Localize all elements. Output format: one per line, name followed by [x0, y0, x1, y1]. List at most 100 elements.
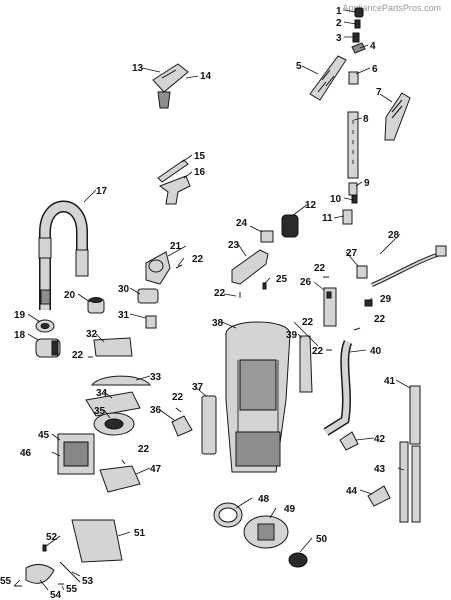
part-36-nozzle[interactable]: [171, 415, 193, 437]
part-27-cord-clip[interactable]: [356, 265, 368, 279]
part-4-clip[interactable]: [351, 42, 366, 54]
part-55-screw[interactable]: [14, 583, 64, 587]
callout-22-b: 22: [214, 288, 226, 299]
part-49-motor[interactable]: [243, 515, 289, 549]
callout-labels: 1 2 3 4 5 6 7 8 9 10 11 12 13 14 15 16 1…: [0, 6, 400, 600]
part-53-strip[interactable]: [59, 561, 81, 583]
part-30-adapter[interactable]: [137, 288, 159, 304]
callout-47: 47: [150, 464, 162, 475]
callout-29: 29: [380, 294, 392, 305]
watermark: AppliancePartsPros.com: [342, 3, 441, 13]
callout-22-h: 22: [138, 444, 150, 455]
callout-1: 1: [336, 6, 342, 17]
callout-7: 7: [376, 87, 382, 98]
part-44-holder[interactable]: [367, 485, 391, 507]
callout-24: 24: [236, 218, 248, 229]
callout-13: 13: [132, 63, 144, 74]
callout-21: 21: [170, 241, 182, 252]
part-38-main-body[interactable]: [225, 321, 291, 473]
callout-18: 18: [14, 330, 26, 341]
part-48-gasket[interactable]: [213, 502, 243, 528]
callout-2: 2: [336, 18, 342, 29]
callout-33: 33: [150, 372, 162, 383]
part-33-filter-half-disc[interactable]: [91, 375, 151, 386]
part-22-screw[interactable]: [88, 264, 361, 465]
callout-34: 34: [96, 388, 108, 399]
part-54-cover[interactable]: [25, 564, 55, 584]
part-1-screw[interactable]: [354, 7, 364, 18]
callout-23: 23: [228, 240, 240, 251]
part-7-handle-grip-right[interactable]: [384, 92, 411, 141]
callout-12: 12: [305, 200, 317, 211]
part-32-cyclone-cover[interactable]: [93, 337, 133, 357]
callout-31: 31: [118, 310, 130, 321]
callout-52: 52: [46, 532, 58, 543]
callout-44: 44: [346, 486, 358, 497]
callout-11: 11: [322, 213, 333, 224]
callout-6: 6: [372, 64, 378, 75]
callout-22-e: 22: [374, 314, 386, 325]
callout-22-i: 22: [312, 346, 324, 357]
part-37-dirt-cup-door[interactable]: [201, 395, 217, 455]
part-5-handle-grip-left[interactable]: [309, 55, 347, 101]
callout-32: 32: [86, 329, 98, 340]
callout-55-b: 55: [66, 584, 78, 595]
callout-41: 41: [384, 376, 396, 387]
part-47-cover[interactable]: [99, 465, 141, 493]
callout-48: 48: [258, 494, 270, 505]
callout-20: 20: [64, 290, 76, 301]
callout-3: 3: [336, 33, 342, 44]
part-12-filter-cap[interactable]: [281, 214, 299, 238]
callout-39: 39: [286, 330, 298, 341]
callout-17: 17: [96, 186, 108, 197]
leader-lines: [13, 9, 411, 591]
callout-22-f: 22: [72, 350, 84, 361]
callout-5: 5: [296, 61, 302, 72]
part-19-ring[interactable]: [35, 319, 55, 333]
part-34-filter[interactable]: [85, 391, 141, 417]
part-42-clip[interactable]: [339, 431, 359, 451]
part-51-base[interactable]: [71, 519, 123, 563]
part-15-wand-tip[interactable]: [157, 159, 189, 183]
part-18-hose-cuff[interactable]: [35, 338, 61, 358]
callout-55-a: 55: [0, 576, 12, 587]
part-31-clip[interactable]: [145, 315, 157, 329]
part-35-cyclone-housing[interactable]: [93, 412, 135, 436]
part-17-hose[interactable]: [38, 200, 89, 311]
callout-46: 46: [20, 448, 32, 459]
part-23-cord-wrap[interactable]: [231, 249, 269, 285]
part-9-connector[interactable]: [348, 182, 358, 196]
part-40-hose-tube[interactable]: [323, 340, 353, 436]
part-24-switch-cover[interactable]: [260, 230, 274, 243]
part-43-extension-wands[interactable]: [399, 441, 421, 523]
callout-14: 14: [200, 71, 212, 82]
callout-54: 54: [50, 590, 62, 600]
part-11-bracket[interactable]: [342, 209, 353, 225]
part-45-46-filter-frame[interactable]: [57, 433, 95, 475]
part-29-screw[interactable]: [364, 299, 373, 307]
part-28-power-cord[interactable]: [371, 245, 447, 287]
part-39-tube[interactable]: [299, 335, 313, 393]
callout-30: 30: [118, 284, 130, 295]
part-50-motor-cap[interactable]: [288, 552, 308, 568]
callout-4: 4: [370, 41, 376, 52]
part-21-hose-port-cover[interactable]: [145, 251, 171, 285]
callout-22-c: 22: [314, 263, 326, 274]
part-8-handle-tube[interactable]: [347, 111, 359, 179]
callout-36: 36: [150, 405, 162, 416]
callout-27: 27: [346, 248, 358, 259]
part-3-spring[interactable]: [352, 32, 360, 43]
callout-28: 28: [388, 230, 400, 241]
callout-26: 26: [300, 277, 312, 288]
callout-8: 8: [363, 114, 369, 125]
callout-42: 42: [374, 434, 386, 445]
callout-40: 40: [370, 346, 382, 357]
part-41-wand[interactable]: [409, 385, 421, 445]
part-52-screw[interactable]: [42, 544, 47, 552]
part-20-hose-adapter[interactable]: [87, 297, 105, 314]
part-6-switch[interactable]: [348, 71, 359, 85]
callout-22-g: 22: [172, 392, 184, 403]
part-26-cord-hook[interactable]: [323, 287, 337, 327]
part-16-upholstery-nozzle[interactable]: [158, 175, 191, 205]
part-13-14-crevice-brush-tool[interactable]: [152, 63, 189, 109]
